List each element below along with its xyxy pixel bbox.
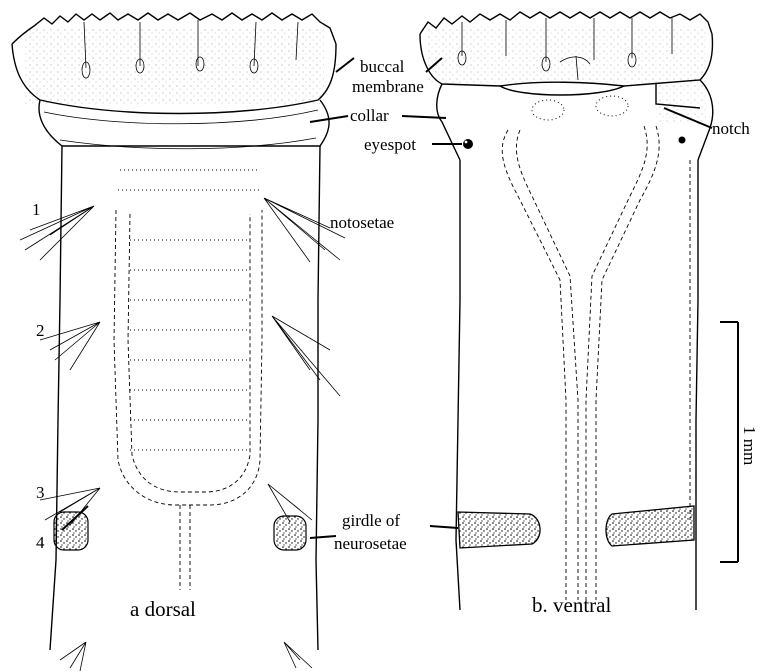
dorsal-neurosetae-right — [274, 516, 306, 550]
ventral-girdle-left — [458, 512, 540, 548]
leader-lines — [62, 58, 712, 538]
segment-number-1: 1 — [32, 200, 41, 219]
ventral-eyespot-right — [679, 137, 686, 144]
dorsal-notosetae-right — [264, 198, 345, 668]
ventral-collar — [437, 80, 713, 160]
caption-ventral: b. ventral — [532, 593, 611, 617]
ventral-buccal-membrane — [420, 12, 713, 86]
dorsal-gut — [114, 170, 262, 590]
ventral-view — [420, 12, 713, 610]
label-buccal-line1: buccal — [360, 57, 405, 76]
segment-number-2: 2 — [36, 321, 45, 340]
label-eyespot: eyespot — [364, 135, 416, 154]
dorsal-buccal-membrane — [12, 13, 336, 114]
segment-number-3: 3 — [36, 483, 45, 502]
ventral-eyespot-left — [463, 139, 473, 149]
label-girdle-line2: neurosetae — [334, 534, 407, 553]
segment-number-4: 4 — [36, 533, 45, 552]
ventral-girdle-right — [606, 506, 694, 546]
caption-dorsal: a dorsal — [130, 597, 196, 621]
label-notch: notch — [712, 119, 750, 138]
scale-bar — [720, 322, 738, 562]
dorsal-body-wall — [50, 146, 320, 650]
dorsal-neurosetae-left — [54, 512, 88, 550]
dorsal-view — [12, 13, 345, 671]
label-girdle-line1: girdle of — [342, 511, 400, 530]
label-collar: collar — [350, 106, 389, 125]
label-buccal-line2: membrane — [352, 77, 424, 96]
label-scale: 1 mm — [740, 426, 759, 465]
label-notosetae: notosetae — [330, 213, 394, 232]
